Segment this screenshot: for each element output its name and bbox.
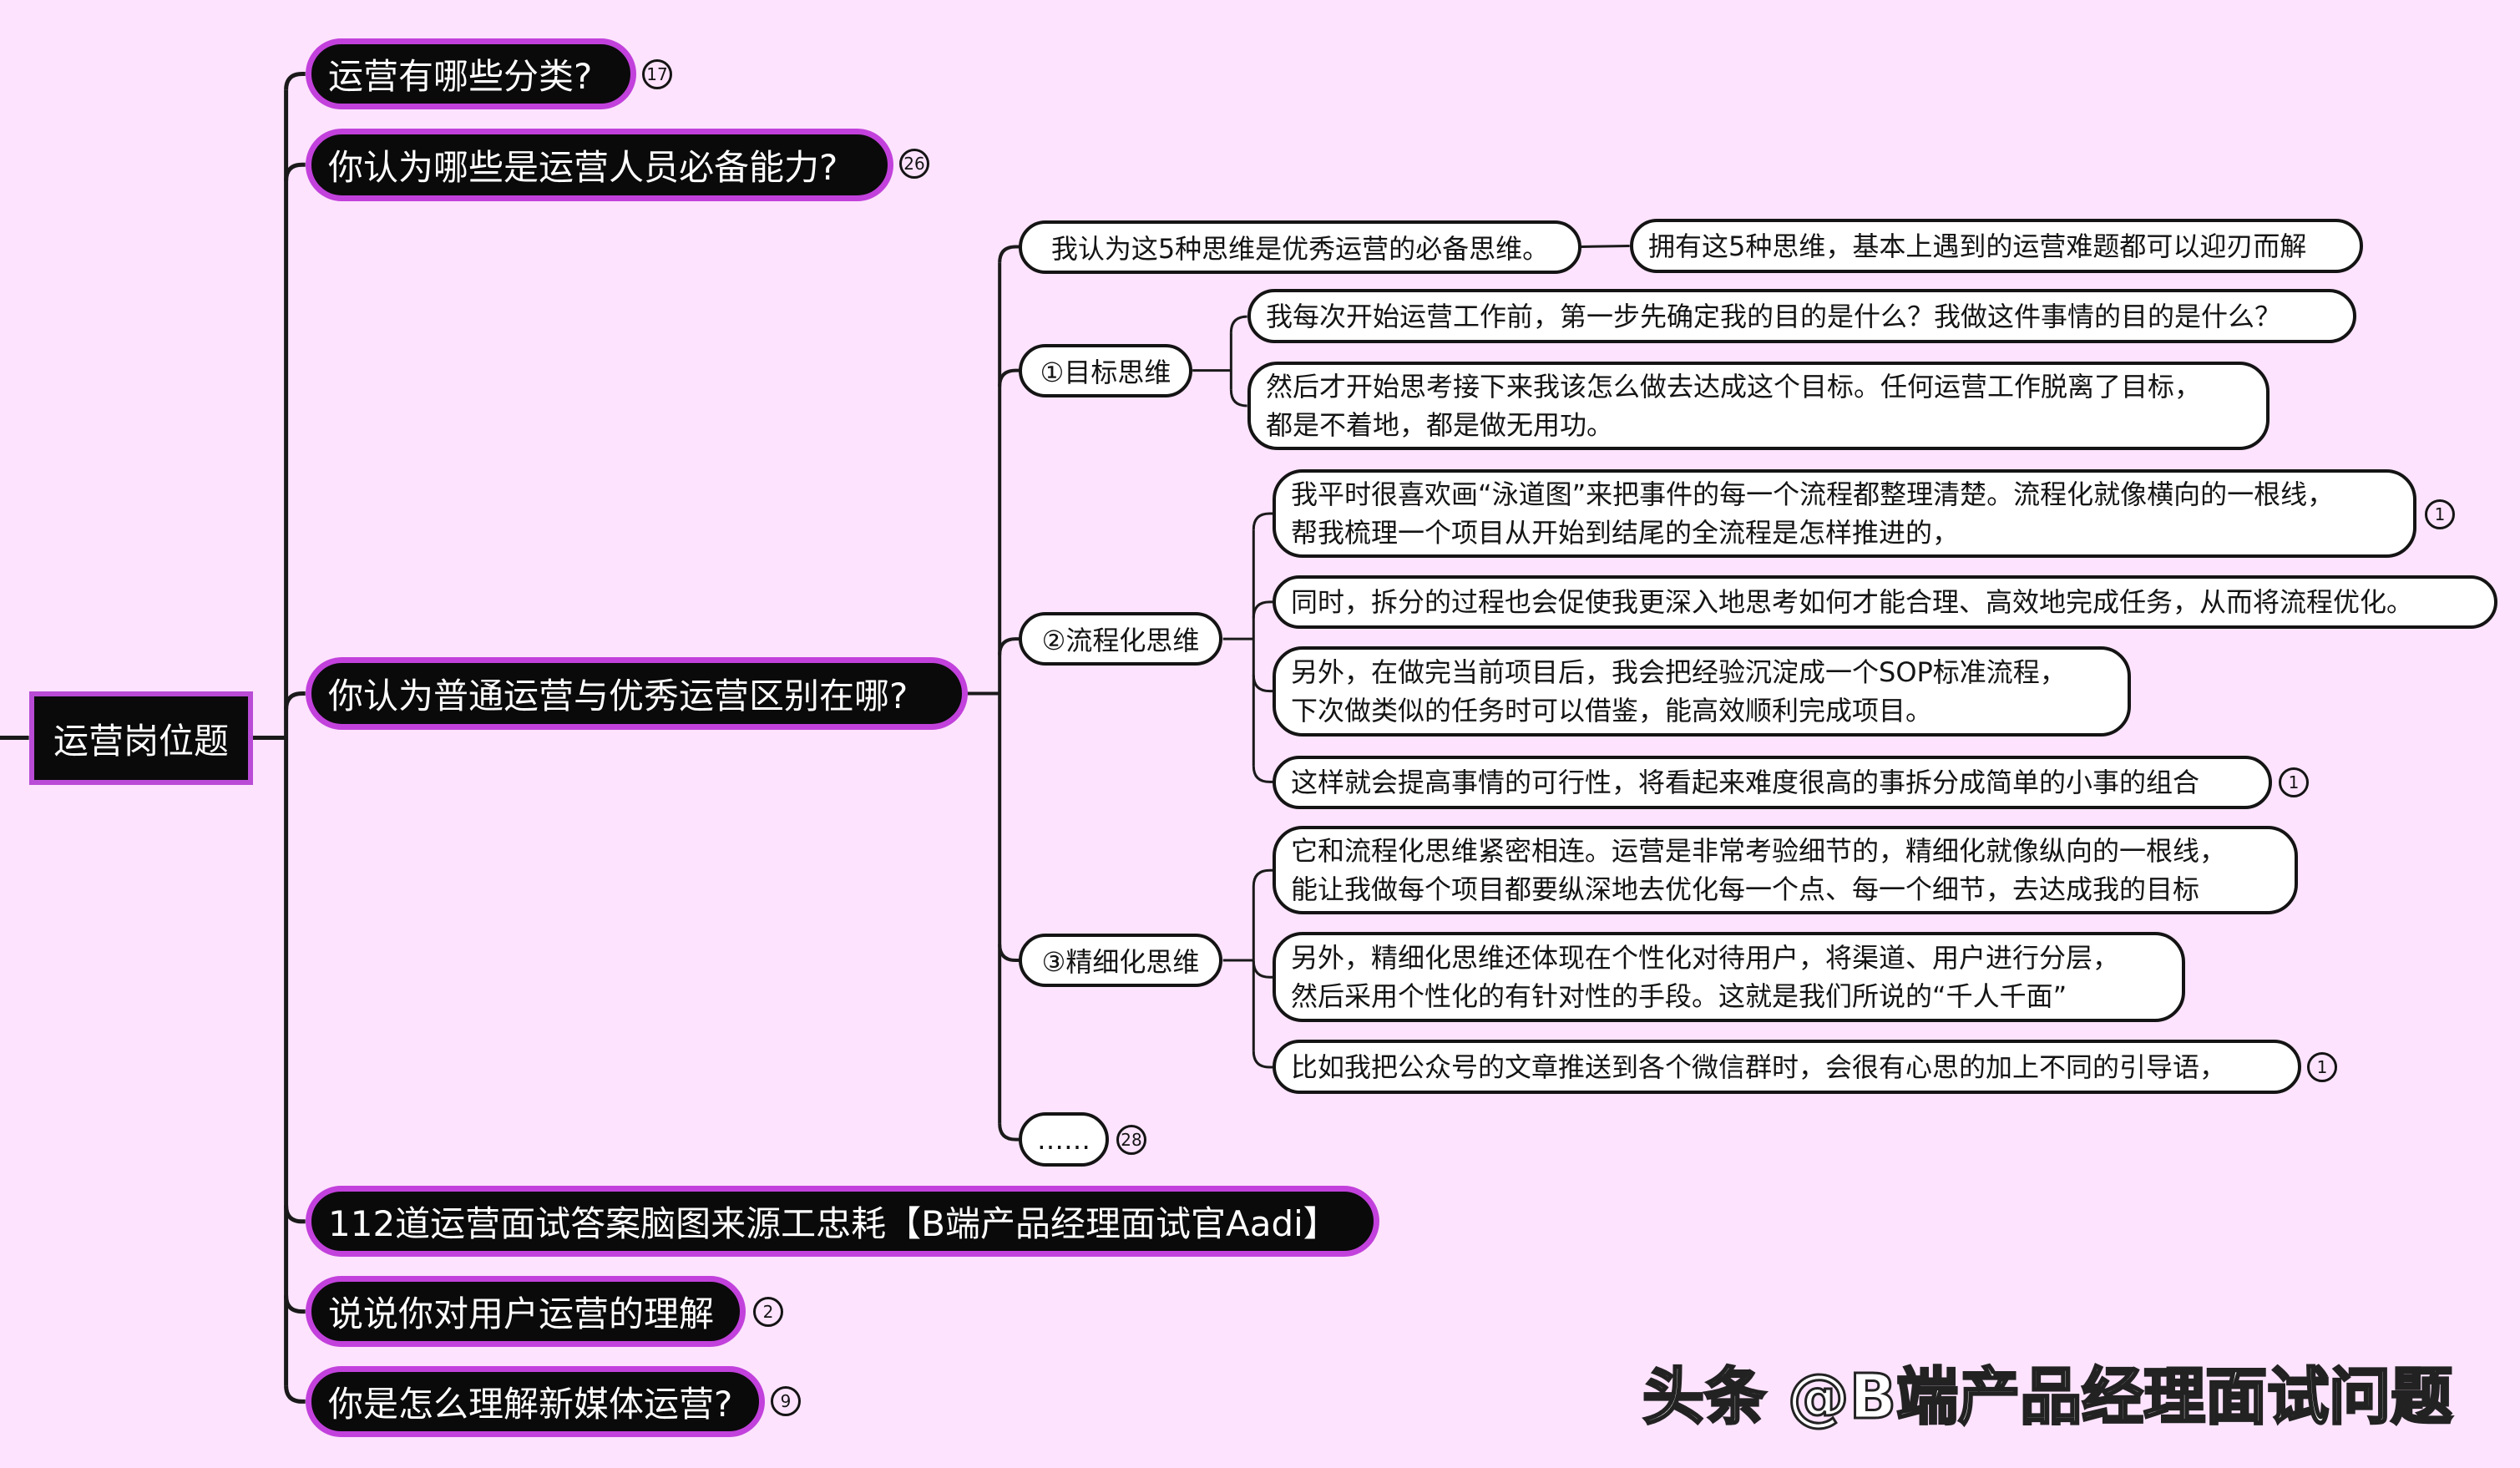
subtopic-refined-thinking[interactable]: ③精细化思维 bbox=[1019, 934, 1222, 987]
leaf-count-badge[interactable]: 1 bbox=[2307, 1052, 2337, 1082]
leaf-note[interactable]: 同时，拆分的过程也会促使我更深入地思考如何才能合理、高效地完成任务，从而将流程优… bbox=[1273, 575, 2497, 629]
leaf-line: 它和流程化思维紧密相连。运营是非常考验细节的，精细化就像纵向的一根线， bbox=[1291, 835, 2227, 867]
leaf-note[interactable]: 另外，精细化思维还体现在个性化对待用户，将渠道、用户进行分层， 然后采用个性化的… bbox=[1273, 932, 2185, 1022]
leaf-line: 然后采用个性化的有针对性的手段。这就是我们所说的“千人千面” bbox=[1291, 980, 2067, 1012]
leaf-note[interactable]: 另外，在做完当前项目后，我会把经验沉淀成一个SOP标准流程， 下次做类似的任务时… bbox=[1273, 646, 2131, 737]
connector bbox=[1252, 960, 1273, 979]
topic-count-badge[interactable]: 9 bbox=[771, 1386, 801, 1416]
leaf-note[interactable]: 我每次开始运营工作前，第一步先确定我的目的是什么？我做这件事情的目的是什么？ bbox=[1247, 289, 2356, 343]
leaf-line: 然后才开始思考接下来我该怎么做去达成这个目标。任何运营工作脱离了目标， bbox=[1266, 371, 2202, 402]
connector bbox=[998, 637, 1020, 656]
connector bbox=[284, 1205, 306, 1224]
leaf-line: 比如我把公众号的文章推送到各个微信群时，会很有心思的加上不同的引导语， bbox=[1291, 1050, 2227, 1083]
connector bbox=[284, 1295, 306, 1314]
connector bbox=[1229, 389, 1247, 407]
topic-count-badge[interactable]: 2 bbox=[753, 1297, 783, 1327]
leaf-line: 我每次开始运营工作前，第一步先确定我的目的是什么？我做这件事情的目的是什么？ bbox=[1266, 300, 2282, 332]
connector bbox=[1252, 600, 1273, 619]
connector bbox=[998, 368, 1020, 387]
subtopic-five-thinking[interactable]: 我认为这5种思维是优秀运营的必备思维。 bbox=[1019, 220, 1581, 274]
subtopic-process-thinking[interactable]: ②流程化思维 bbox=[1019, 612, 1222, 666]
leaf-note[interactable]: 拥有这5种思维，基本上遇到的运营难题都可以迎刃而解 bbox=[1630, 219, 2363, 273]
leaf-line: 帮我梳理一个项目从开始到结尾的全流程是怎样推进的， bbox=[1291, 517, 1960, 549]
subtopic-more[interactable]: …… bbox=[1019, 1112, 1109, 1167]
connector bbox=[284, 162, 306, 181]
topic-user-operation[interactable]: 说说你对用户运营的理解 bbox=[306, 1276, 746, 1347]
topic-count-badge[interactable]: 26 bbox=[899, 149, 929, 179]
connector bbox=[1252, 512, 1273, 530]
leaf-line: 能让我做每个项目都要纵深地去优化每一个点、每一个细节，去达成我的目标 bbox=[1291, 873, 2200, 905]
leaf-count-badge[interactable]: 1 bbox=[2279, 767, 2309, 797]
leaf-line: 下次做类似的任务时可以借鉴，能高效顺利完成项目。 bbox=[1291, 695, 1933, 726]
topic-ordinary-vs-excellent[interactable]: 你认为普通运营与优秀运营区别在哪? bbox=[306, 657, 968, 730]
connector bbox=[998, 1123, 1020, 1141]
connector bbox=[1252, 675, 1273, 693]
subtopic-goal-thinking[interactable]: ①目标思维 bbox=[1019, 344, 1192, 397]
leaf-note[interactable]: 它和流程化思维紧密相连。运营是非常考验细节的，精细化就像纵向的一根线， 能让我做… bbox=[1273, 826, 2298, 914]
leaf-line: 都是不着地，都是做无用功。 bbox=[1266, 409, 1614, 441]
leaf-line: 我平时很喜欢画“泳道图”来把事件的每一个流程都整理清楚。流程化就像横向的一根线， bbox=[1291, 478, 2335, 510]
leaf-count-badge[interactable]: 1 bbox=[2425, 499, 2455, 529]
leaf-note[interactable]: 我平时很喜欢画“泳道图”来把事件的每一个流程都整理清楚。流程化就像横向的一根线，… bbox=[1273, 469, 2416, 558]
topic-new-media-operation[interactable]: 你是怎么理解新媒体运营? bbox=[306, 1366, 765, 1437]
topic-operation-categories[interactable]: 运营有哪些分类? bbox=[306, 38, 636, 109]
subtopic-count-badge[interactable]: 28 bbox=[1116, 1125, 1146, 1155]
leaf-note[interactable]: 比如我把公众号的文章推送到各个微信群时，会很有心思的加上不同的引导语， bbox=[1273, 1040, 2301, 1094]
leaf-note[interactable]: 然后才开始思考接下来我该怎么做去达成这个目标。任何运营工作脱离了目标， 都是不着… bbox=[1247, 362, 2270, 450]
connector bbox=[1252, 766, 1273, 783]
watermark: 头条 @B端产品经理面试问题 bbox=[1641, 1360, 2453, 1435]
leaf-note[interactable]: 这样就会提高事情的可行性，将看起来难度很高的事拆分成简单的小事的组合 bbox=[1273, 756, 2272, 809]
connector bbox=[1252, 1050, 1273, 1069]
root-topic[interactable]: 运营岗位题 bbox=[29, 691, 253, 785]
leaf-line: 另外，精细化思维还体现在个性化对待用户，将渠道、用户进行分层， bbox=[1291, 942, 2120, 974]
leaf-line: 另外，在做完当前项目后，我会把经验沉淀成一个SOP标准流程， bbox=[1291, 656, 2067, 688]
topic-count-badge[interactable]: 17 bbox=[642, 59, 672, 89]
connector bbox=[1229, 315, 1247, 333]
topic-essential-abilities[interactable]: 你认为哪些是运营人员必备能力? bbox=[306, 129, 893, 201]
topic-source-note[interactable]: 112道运营面试答案脑图来源工忠耗【B端产品经理面试官Aadi】 bbox=[306, 1186, 1379, 1257]
leaf-line: 这样就会提高事情的可行性，将看起来难度很高的事拆分成简单的小事的组合 bbox=[1291, 767, 2200, 798]
connector bbox=[284, 1385, 306, 1404]
connector bbox=[998, 245, 1020, 263]
connector bbox=[284, 72, 306, 90]
connector bbox=[284, 691, 306, 710]
connector bbox=[998, 944, 1020, 963]
leaf-line: 拥有这5种思维，基本上遇到的运营难题都可以迎刃而解 bbox=[1648, 230, 2307, 262]
connector bbox=[1252, 868, 1273, 887]
leaf-line: 同时，拆分的过程也会促使我更深入地思考如何才能合理、高效地完成任务，从而将流程优… bbox=[1291, 586, 2414, 618]
